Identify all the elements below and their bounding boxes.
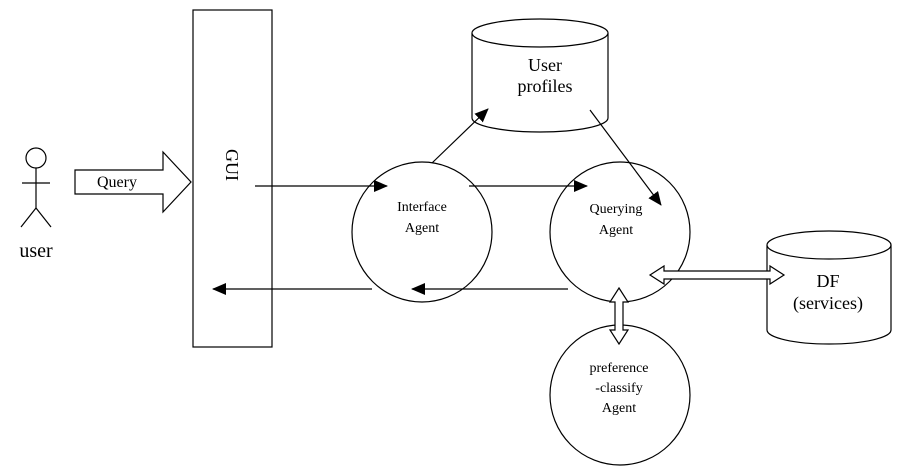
preference-agent-line3: Agent [602,401,636,416]
df-line2: (services) [793,293,863,314]
query-arrow [74,150,192,214]
gui-box [192,9,273,348]
user-label: user [19,240,53,262]
user-profiles-line2: profiles [518,76,573,96]
querying-agent-line2: Agent [599,223,633,238]
actor-head [25,147,47,169]
preference-agent-line2: -classify [595,381,642,396]
actor-right-leg [35,207,52,228]
user-actor [20,147,52,228]
query-label: Query [97,174,137,191]
double-arrow-querying-df [648,264,786,286]
arrow-userprofiles-to-querying [589,109,662,206]
double-arrow-querying-preference [608,286,630,346]
arrow-interface-to-userprofiles [431,108,489,164]
df-database [766,230,892,345]
preference-agent-line1: preference [589,361,648,376]
actor-left-leg [20,207,37,228]
interface-agent-circle [351,161,493,303]
df-line1: DF [816,271,839,291]
user-profiles-line1: User [528,55,562,75]
user-profiles-database [471,18,609,133]
gui-label: GUI [222,149,242,181]
querying-agent-line1: Querying [590,202,643,217]
interface-agent-line2: Agent [405,221,439,236]
interface-agent-line1: Interface [397,200,447,215]
